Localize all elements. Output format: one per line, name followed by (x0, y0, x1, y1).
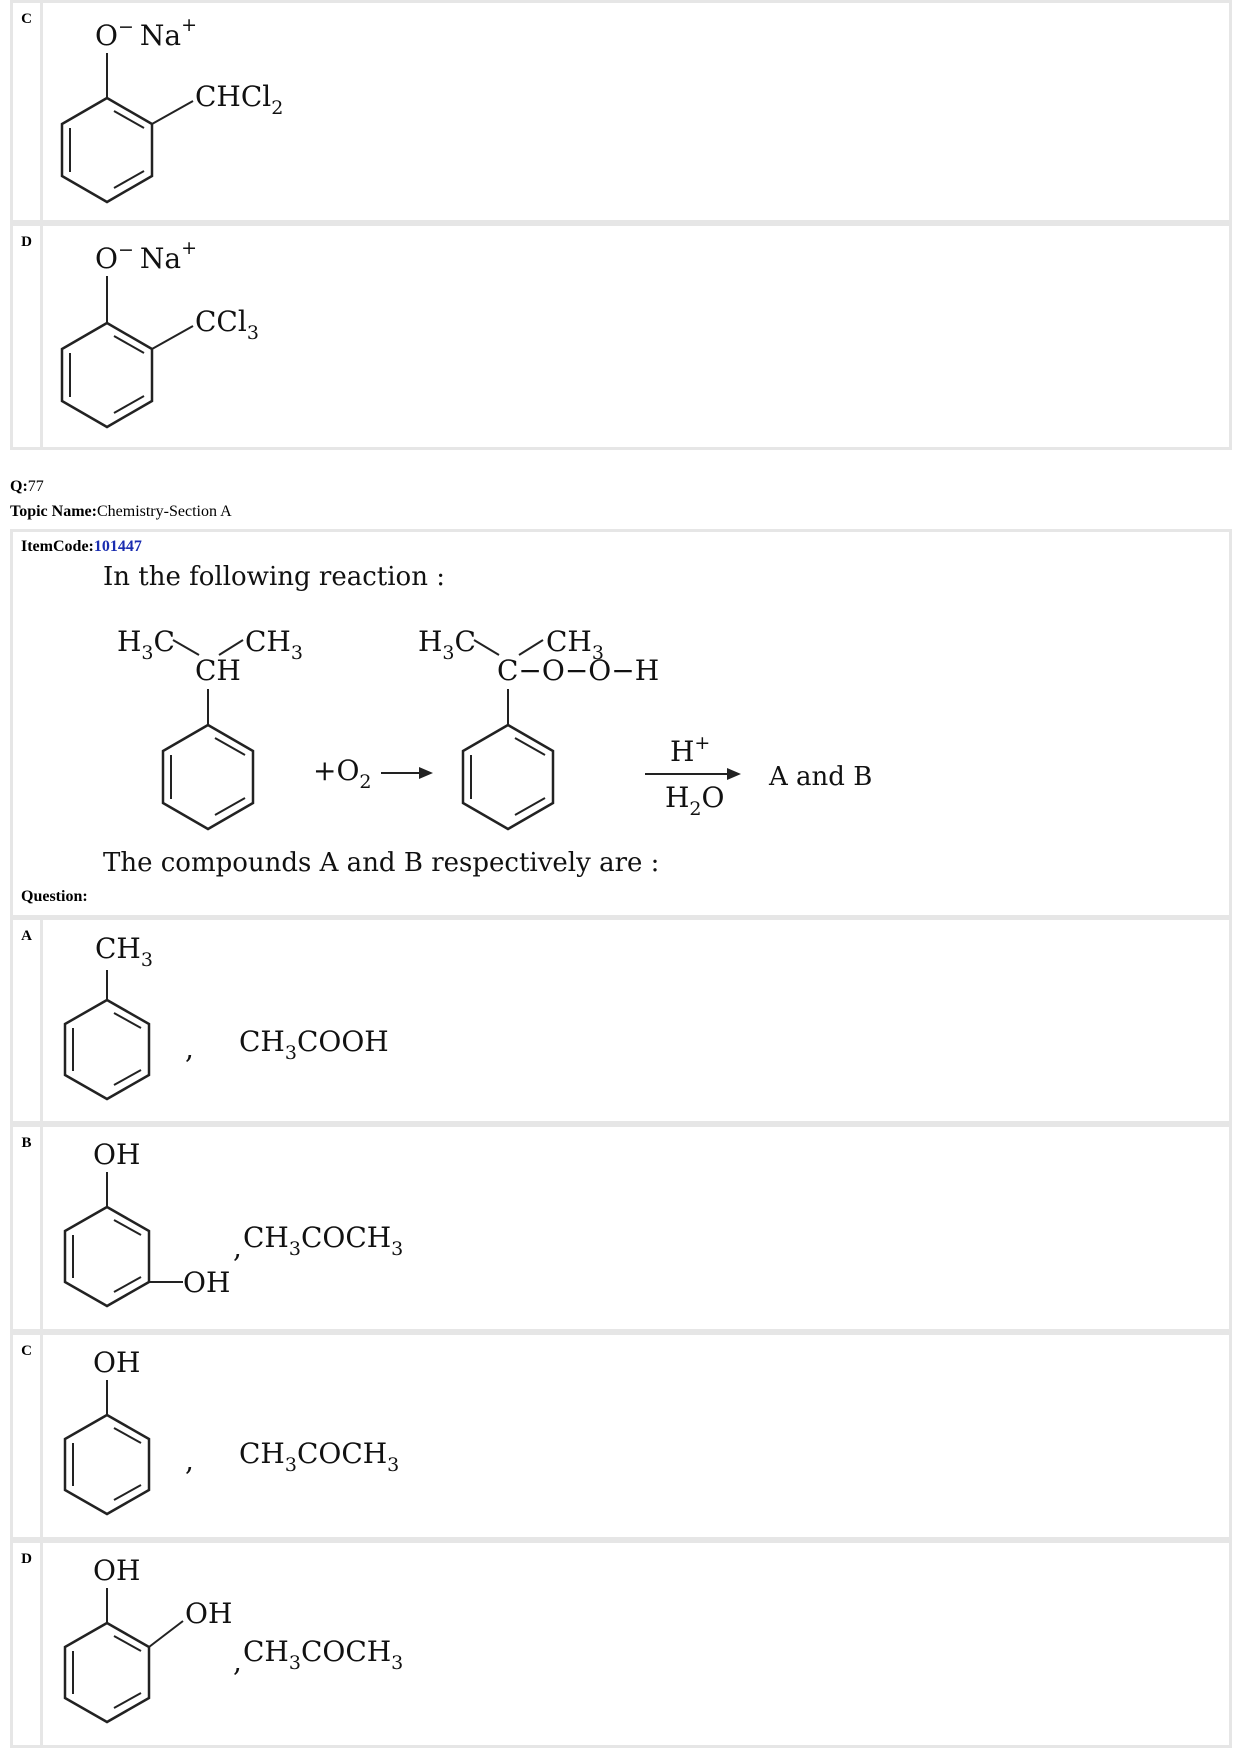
positive-charge: + (181, 237, 197, 259)
sodium-phenoxide-ccl3-structure: O−Na+ CCl3 (60, 237, 259, 429)
option-structure: OH OH , CH3COCH3 (43, 1543, 1229, 1745)
positive-charge: + (181, 14, 197, 36)
svg-text:,: , (185, 1444, 194, 1477)
svg-text:OH: OH (93, 1138, 140, 1171)
acetic-acid-label: CH3COOH (239, 1025, 389, 1064)
option-letter: A (13, 920, 43, 1121)
option-letter: C (13, 3, 43, 220)
option-structure: OH , CH3COCH3 (43, 1335, 1229, 1537)
svg-text:O−Na+: O−Na+ (95, 14, 197, 52)
sodium-label: Na (140, 19, 181, 52)
svg-text:CHCl2: CHCl2 (195, 80, 283, 119)
negative-charge: − (118, 239, 134, 261)
svg-text:H3C: H3C (117, 625, 175, 664)
toluene-acetic-acid-structure: CH3 , CH3COOH (63, 932, 389, 1101)
acetone-label: CH3COCH3 (239, 1437, 399, 1476)
reaction-result: A and B (768, 762, 872, 792)
acetone-label: CH3COCH3 (243, 1635, 403, 1674)
acid-catalyst: H+ (670, 732, 710, 768)
item-code: ItemCode:101447 (21, 538, 142, 555)
water-reagent: H2O (665, 781, 724, 820)
svg-text:O−Na+: O−Na+ (95, 237, 197, 275)
cumene-center-ch: CH (195, 654, 241, 687)
hydroperoxide-chain: C−O−O−H (497, 654, 659, 687)
option-row-prev-d[interactable]: D O−Na+ CCl3 (10, 223, 1232, 450)
option-structure: O−Na+ CCl3 (43, 226, 1229, 447)
svg-text:,: , (233, 1231, 242, 1264)
option-letter: B (13, 1127, 43, 1329)
question-stem: The compounds A and B respectively are : (103, 848, 659, 878)
phenol-acetone-structure: OH , CH3COCH3 (63, 1346, 399, 1516)
svg-text:OH: OH (93, 1346, 140, 1379)
svg-text:H3C: H3C (418, 625, 476, 664)
question-box: ItemCode:101447 In the following reactio… (10, 529, 1232, 918)
sodium-phenoxide-chcl2-structure: O−Na+ CHCl2 (60, 14, 283, 204)
question-stem-intro: In the following reaction : (103, 562, 445, 592)
option-row-prev-c[interactable]: C O−Na+ CHCl2 (10, 0, 1232, 223)
svg-text:,: , (185, 1032, 194, 1065)
svg-text:OH: OH (93, 1554, 140, 1587)
catechol-acetone-structure: OH OH , CH3COCH3 (63, 1554, 403, 1724)
option-letter: C (13, 1335, 43, 1537)
option-letter: D (13, 1543, 43, 1745)
reaction-scheme: In the following reaction : H3C CH3 CH +… (103, 562, 872, 878)
oxygen-reagent: +O2 (313, 754, 372, 793)
substituent-label: CHCl (195, 80, 271, 113)
substituent-label: CCl (195, 305, 247, 338)
option-row-b[interactable]: B OH OH , CH3COCH3 (10, 1124, 1232, 1332)
sodium-label: Na (140, 242, 181, 275)
svg-text:CH3: CH3 (245, 625, 303, 664)
oxygen-label: O (95, 19, 118, 52)
question-label: Question: (21, 888, 88, 905)
option-row-c[interactable]: C OH , CH3COCH3 (10, 1332, 1232, 1540)
option-row-a[interactable]: A CH3 , CH3COOH (10, 917, 1232, 1124)
option-structure: OH OH , CH3COCH3 (43, 1127, 1229, 1329)
question-number: Q:77 (10, 478, 44, 495)
option-letter: D (13, 226, 43, 447)
option-row-d[interactable]: D OH OH , CH3COCH3 (10, 1540, 1232, 1748)
svg-text:,: , (233, 1645, 242, 1678)
cumene-hydroperoxide-structure: H3C CH3 C−O−O−H (418, 625, 659, 831)
cumene-structure: H3C CH3 CH (117, 625, 303, 831)
svg-text:CCl3: CCl3 (195, 305, 259, 344)
option-structure: O−Na+ CHCl2 (43, 3, 1229, 220)
oxygen-label: O (95, 242, 118, 275)
option-structure: CH3 , CH3COOH (43, 920, 1229, 1121)
acetone-label: CH3COCH3 (243, 1221, 403, 1260)
svg-text:CH3: CH3 (95, 932, 153, 971)
resorcinol-acetone-structure: OH OH , CH3COCH3 (63, 1138, 403, 1308)
negative-charge: − (118, 16, 134, 38)
meta-oh-label: OH (183, 1266, 230, 1299)
topic-name: Topic Name:Chemistry-Section A (10, 503, 232, 520)
svg-text:CH3: CH3 (546, 625, 604, 664)
ortho-oh-label: OH (185, 1597, 232, 1630)
